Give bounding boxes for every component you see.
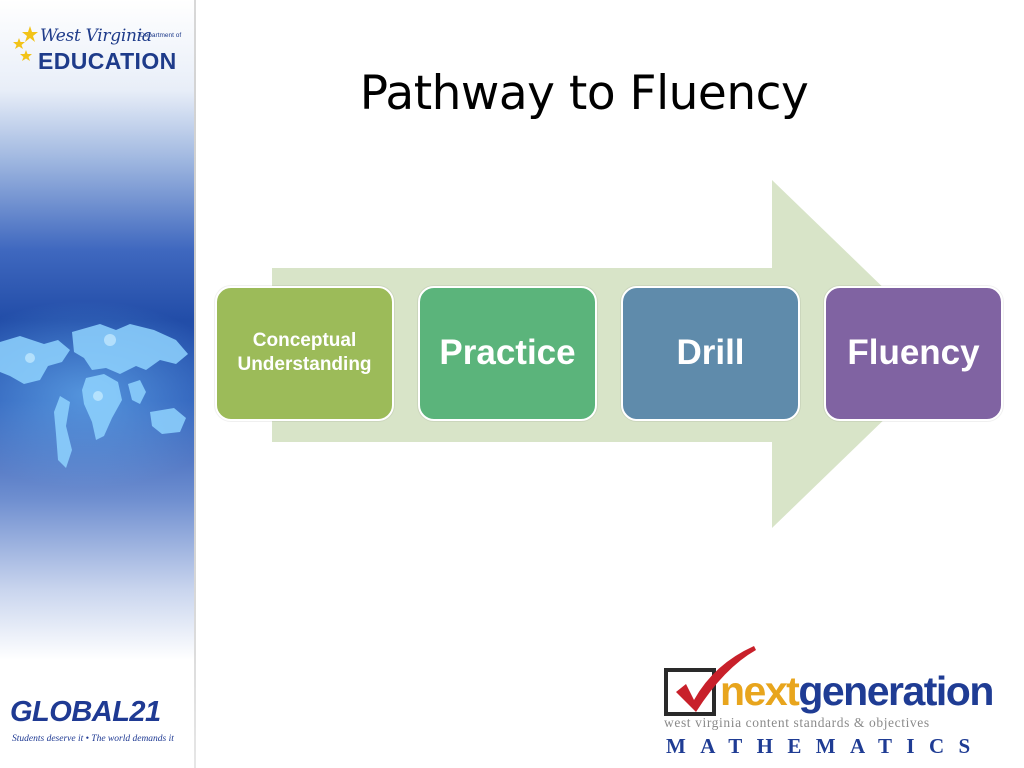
slide-title: Pathway to Fluency [359, 66, 809, 121]
sidebar-divider [194, 0, 196, 768]
stars-icon [13, 26, 38, 61]
next-generation-wordmark: nextgeneration [720, 666, 994, 716]
next-generation-subject: MATHEMATICS [666, 734, 985, 758]
wv-logo-dept: Department of [140, 32, 182, 39]
next-generation-logo: nextgeneration west virginia content sta… [662, 640, 1014, 762]
next-generation-subtitle: west virginia content standards & object… [664, 715, 930, 730]
global21-wordmark: GLOBAL21 [10, 696, 161, 728]
checkmark-icon [676, 646, 756, 712]
step-fluency: Fluency [824, 286, 1003, 421]
step-label: Practice [439, 332, 576, 372]
step-label: Fluency [847, 332, 980, 372]
global21-logo: GLOBAL21 Students deserve it • The world… [10, 696, 192, 752]
wordmark-generation: generation [798, 668, 994, 714]
step-label: Drill [676, 332, 745, 372]
step-practice: Practice [418, 286, 597, 421]
world-map-image [0, 324, 188, 468]
wordmark-next: next [720, 668, 800, 714]
wv-logo-line1: West Virginia [40, 26, 152, 46]
wv-education-logo: West Virginia Department of EDUCATION [8, 24, 190, 76]
sidebar: West Virginia Department of EDUCATION GL… [0, 0, 196, 768]
step-conceptual-understanding: Conceptual Understanding [215, 286, 394, 421]
step-label: Conceptual Understanding [237, 329, 372, 375]
wv-logo-line2: EDUCATION [38, 48, 177, 74]
step-drill: Drill [621, 286, 800, 421]
global21-tagline: Students deserve it • The world demands … [12, 734, 174, 744]
